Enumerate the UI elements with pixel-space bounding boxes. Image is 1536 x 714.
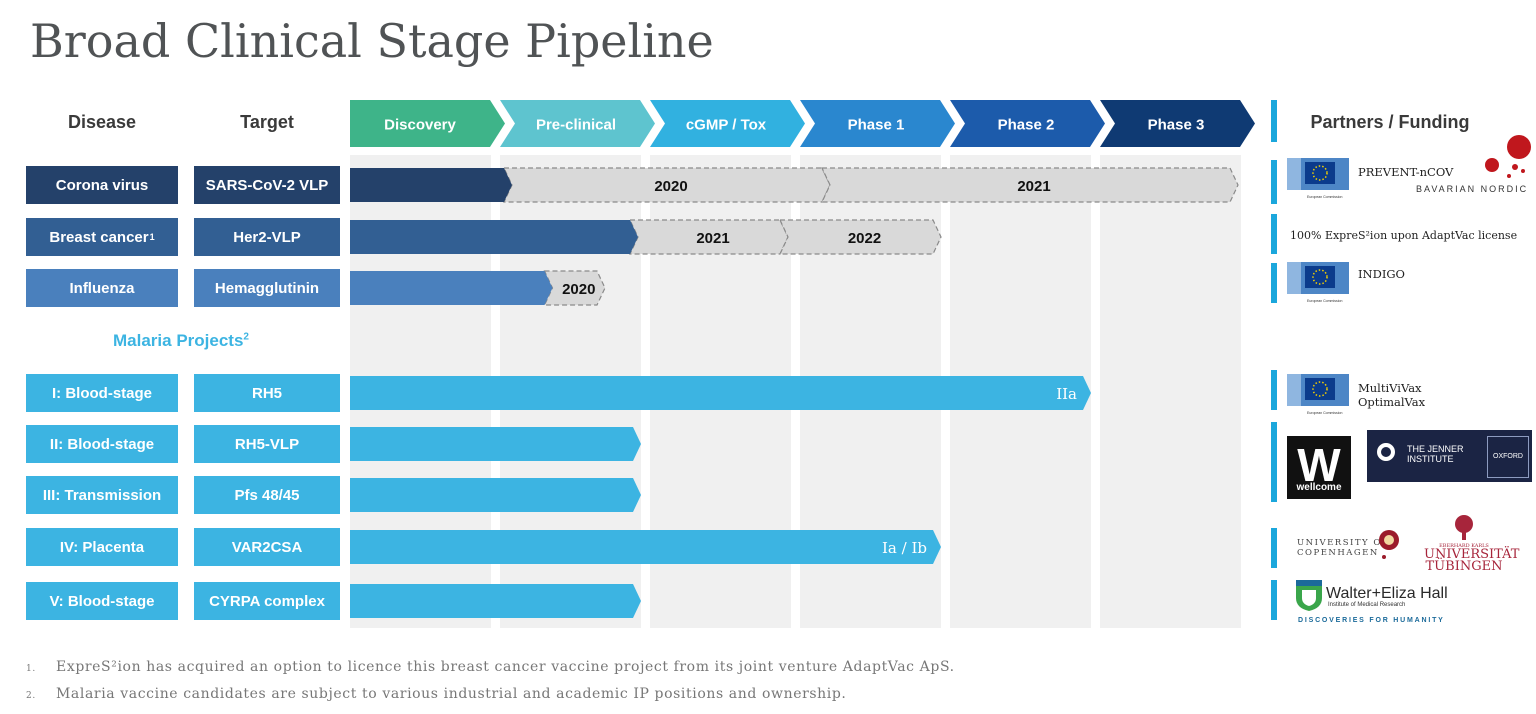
planned-year-label: 2021 [1017,178,1050,195]
weh-shield-icon [1296,580,1322,611]
target-cell: VAR2CSA [194,528,340,566]
disease-cell: IV: Placenta [26,528,178,566]
disease-cell: V: Blood-stage [26,582,178,620]
footnote-2: 2.Malaria vaccine candidates are subject… [26,686,847,702]
weh-tagline: DISCOVERIES FOR HUMANITY [1298,617,1445,624]
stage-chevron [950,100,1105,147]
planned-year-label: 2020 [654,178,687,195]
planned-year-label: 2021 [696,230,729,247]
phase-label: IIa [1056,385,1077,403]
partner-separator [1271,100,1277,142]
partner-separator [1271,370,1277,410]
page-title: Broad Clinical Stage Pipeline [30,14,714,68]
disease-header: Disease [67,112,137,132]
stage-label: Phase 1 [848,117,905,134]
jenner-institute-logo: THE JENNER INSTITUTE OXFORD [1367,430,1532,482]
target-cell: Hemagglutinin [194,269,340,307]
progress-bar [350,168,512,202]
planned-year-label: 2022 [848,230,881,247]
disease-cell: Corona virus [26,166,178,204]
stage-chevron [500,100,655,147]
disease-cell: II: Blood-stage [26,425,178,463]
planned-segment [779,219,942,255]
stage-chevron [650,100,805,147]
disease-cell: Influenza [26,269,178,307]
partner-separator [1271,528,1277,568]
stage-label: Pre-clinical [536,117,616,134]
progress-bar [350,478,641,512]
partner-separator [1271,160,1277,204]
tubingen-logo: EBERHARD KARLS UNIVERSITÄT TÜBINGEN [1424,543,1520,574]
ucph-seal-icon [1379,530,1399,559]
weh-logo: Walter+Eliza Hall [1326,585,1448,602]
progress-bar [350,427,641,461]
partner-indigo: INDIGO [1358,267,1405,281]
partner-optimalvax: OptimalVax [1358,395,1426,409]
target-header: Target [240,112,294,132]
stage-chevron [1100,100,1255,147]
eu-flag-logo: European Commission [1287,374,1349,415]
target-cell: CYRPA complex [194,582,340,620]
target-cell: RH5-VLP [194,425,340,463]
partner-separator [1271,580,1277,620]
wellcome-logo: W wellcome [1287,436,1351,499]
disease-cell: I: Blood-stage [26,374,178,412]
svg-text:European Commission: European Commission [1307,195,1342,199]
stage-chevron [800,100,955,147]
progress-bar [350,376,1091,410]
svg-text:European Commission: European Commission [1307,299,1342,303]
stage-label: Discovery [384,117,456,134]
weh-subtitle: Institute of Medical Research [1328,602,1406,608]
partner-separator [1271,263,1277,303]
target-cell: RH5 [194,374,340,412]
target-cell: Her2-VLP [194,218,340,256]
planned-year-label: 2020 [562,281,595,298]
phase-label: Ia / Ib [882,539,927,557]
footnote-1: 1.ExpreS²ion has acquired an option to l… [26,659,955,675]
stage-label: Phase 3 [1148,117,1205,134]
ucph-logo: UNIVERSITY OF COPENHAGEN [1297,538,1390,558]
stage-chevron [350,100,505,147]
target-cell: Pfs 48/45 [194,476,340,514]
partner-expres-license: 100% ExpreS²ion upon AdaptVac license [1290,229,1518,242]
partner-prevent-ncov: PREVENT-nCOV [1358,165,1454,179]
eu-flag-logo: European Commission [1287,262,1349,303]
partner-multivivax: MultiViVax [1358,381,1422,395]
disease-cell: III: Transmission [26,476,178,514]
stage-label: cGMP / Tox [686,117,767,134]
partner-separator [1271,214,1277,254]
eu-flag-logo: European Commission [1287,158,1349,199]
stage-label: Phase 2 [998,117,1055,134]
progress-bar [350,220,638,254]
target-cell: SARS-CoV-2 VLP [194,166,340,204]
tubingen-crest-icon [1455,515,1473,540]
progress-bar [350,584,641,618]
svg-text:European Commission: European Commission [1307,411,1342,415]
bavarian-nordic-dots-icon [1485,135,1531,178]
partners-header: Partners / Funding [1310,112,1470,132]
progress-bar [350,271,553,305]
stage-column-bg [1100,155,1241,628]
progress-bar [350,530,941,564]
partner-bavarian-nordic: BAVARIAN NORDIC [1416,184,1529,194]
partner-separator [1271,422,1277,502]
malaria-projects-header: Malaria Projects2 [113,331,249,350]
planned-segment [821,167,1239,203]
